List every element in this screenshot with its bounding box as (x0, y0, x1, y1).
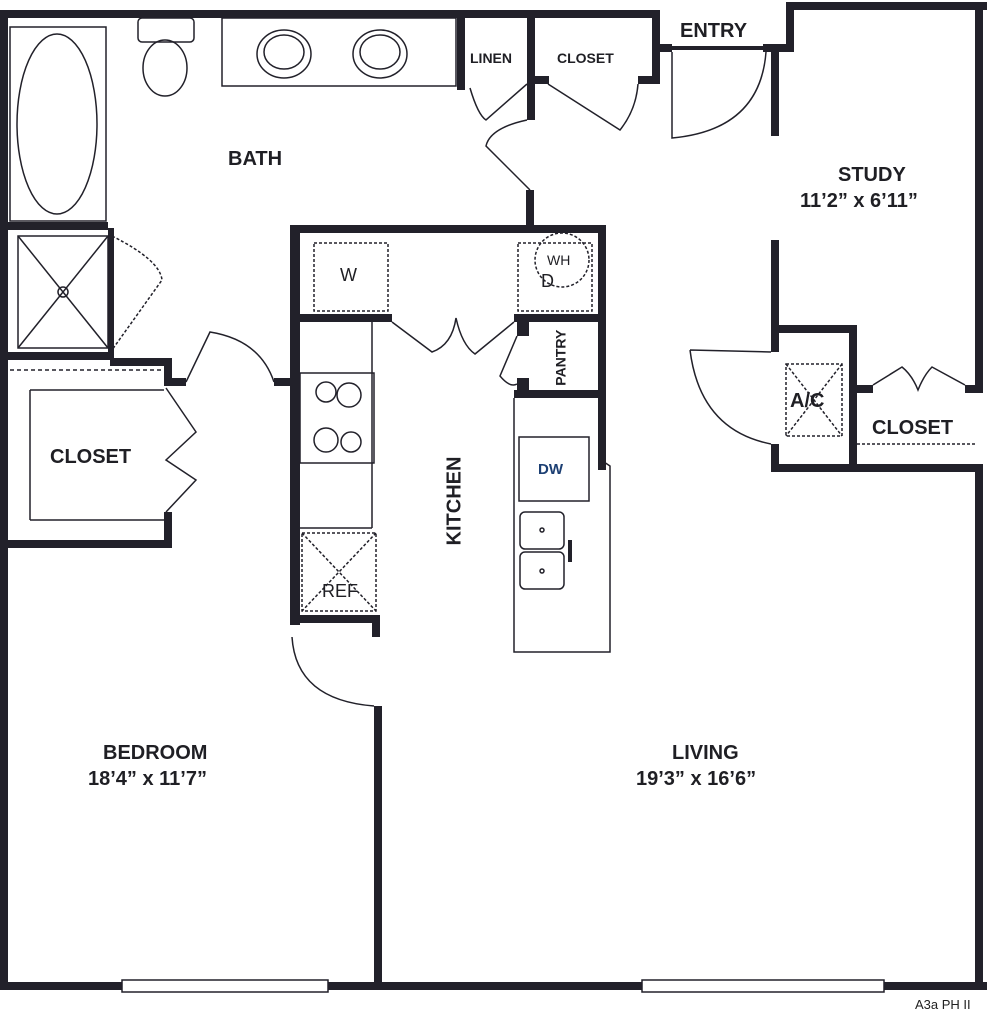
living-dims: 19’3” x 16’6” (636, 768, 757, 790)
water-heater-label: WH (547, 252, 571, 268)
study-closet-label: CLOSET (872, 417, 954, 439)
ac-label: A/C (790, 390, 825, 412)
walls (0, 2, 987, 990)
pantry-label: PANTRY (552, 329, 569, 386)
bedroom-label: BEDROOM (103, 742, 208, 764)
linen-label: LINEN (470, 50, 512, 66)
entry-label: ENTRY (680, 20, 748, 42)
kitchen-label: KITCHEN (443, 456, 466, 546)
bath-label: BATH (228, 148, 283, 170)
dryer-label: D (541, 271, 554, 291)
entry-closet-label: CLOSET (557, 50, 614, 66)
bedroom-closet-label: CLOSET (50, 446, 132, 468)
plan-code: A3a PH II (915, 997, 971, 1012)
living-label: LIVING (672, 742, 739, 764)
study-dims: 11’2” x 6’11” (800, 190, 918, 212)
study-label: STUDY (838, 164, 906, 186)
dishwasher-label: DW (538, 461, 563, 478)
refrigerator-label: REF (322, 581, 358, 601)
washer-label: W (340, 265, 357, 285)
bedroom-dims: 18’4” x 11’7” (88, 768, 207, 790)
fixtures (9, 17, 975, 993)
